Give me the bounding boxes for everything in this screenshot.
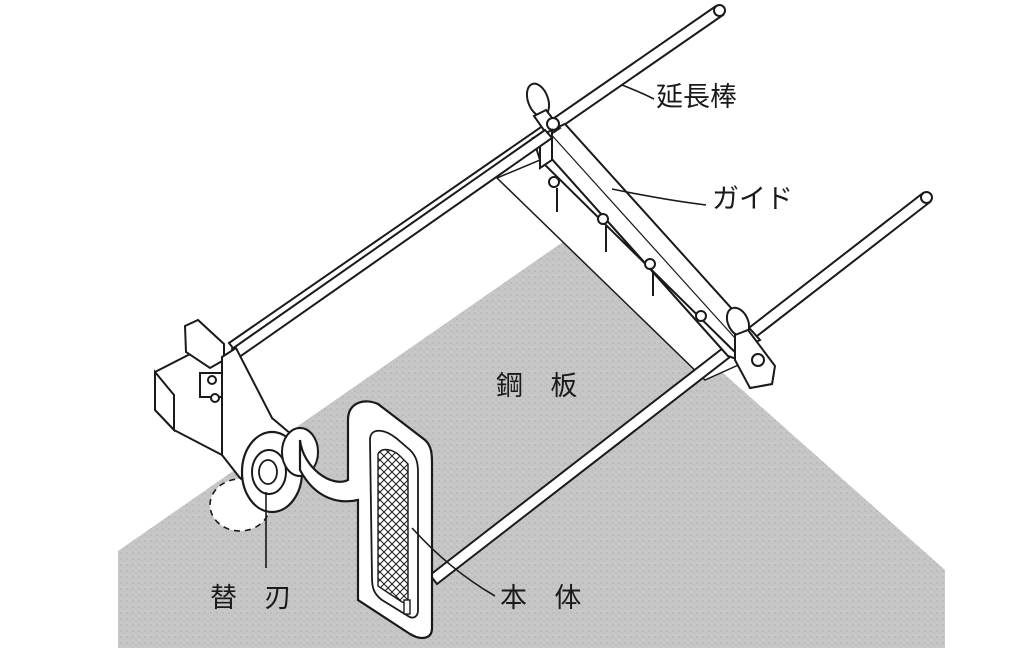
main-body bbox=[298, 400, 434, 640]
label-main-body: 本 体 bbox=[500, 583, 582, 614]
steel-plate bbox=[118, 237, 945, 648]
leader-extension-rod bbox=[621, 84, 655, 100]
leader-body bbox=[411, 527, 496, 597]
label-extension-rod: 延長棒 bbox=[656, 82, 737, 113]
label-guide: ガイド bbox=[712, 184, 793, 215]
guide-arm bbox=[531, 122, 762, 363]
label-steel-plate: 鋼 板 bbox=[496, 371, 578, 402]
leader-lines bbox=[265, 84, 707, 597]
label-replacement-blade: 替 刃 bbox=[210, 583, 292, 614]
leader-guide bbox=[611, 188, 707, 206]
